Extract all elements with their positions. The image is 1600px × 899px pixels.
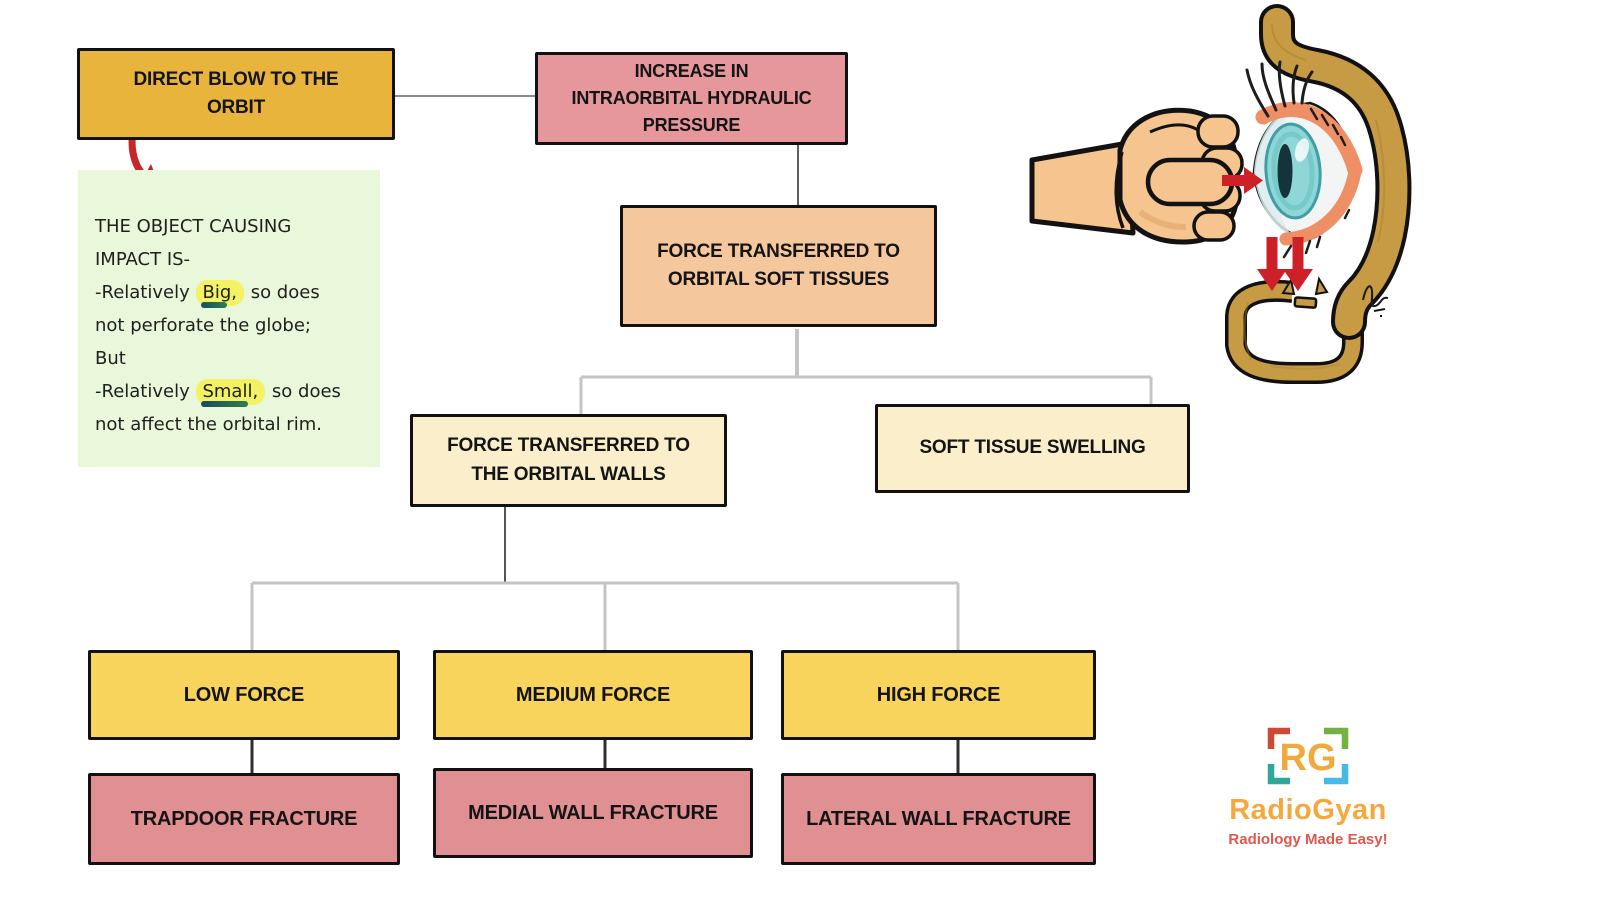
- upper-eyelid: [1255, 102, 1363, 178]
- radiogyan-logo: RG RadioGyan Radiology Made Easy!: [1228, 722, 1388, 848]
- eyelashes: [1245, 60, 1314, 118]
- note-text: -Relatively: [95, 381, 196, 402]
- note-text: IMPACT IS-: [95, 249, 191, 270]
- rg-logo-mark: RG: [1267, 727, 1349, 785]
- node-direct-blow: DIRECT BLOW TO THE ORBIT: [77, 48, 395, 140]
- logo-initials: RG: [1280, 737, 1337, 779]
- highlighted-word: Small,: [196, 379, 266, 405]
- note-text: But: [95, 348, 126, 369]
- note-line: -Relatively Big, so does: [95, 276, 368, 309]
- bracket-bottom-right: [1324, 764, 1349, 785]
- cornea: [1254, 107, 1292, 236]
- node-soft-tissue-swelling: SOFT TISSUE SWELLING: [875, 404, 1190, 493]
- node-high-force: HIGH FORCE: [781, 650, 1096, 740]
- brand-tagline: Radiology Made Easy!: [1228, 831, 1388, 848]
- bracket-bottom-left: [1267, 764, 1290, 785]
- fracture-gap: [1292, 276, 1318, 306]
- highlighted-word: Big,: [196, 280, 244, 306]
- curled-fingers: [1192, 114, 1244, 242]
- down-arrow-icon: [1283, 237, 1313, 291]
- eyelid-ticks: [1282, 107, 1351, 259]
- artist-signature: [1362, 285, 1389, 317]
- bracket-top-left: [1267, 727, 1290, 749]
- note-text: not affect the orbital rim.: [95, 414, 322, 435]
- note-line: not perforate the globe;: [95, 309, 368, 342]
- note-line: IMPACT IS-: [95, 243, 368, 276]
- bracket-top-right: [1324, 727, 1349, 749]
- punch-arrow-icon: [1222, 167, 1263, 194]
- eye-illustration: [1245, 60, 1363, 259]
- orbital-bone-illustration: [1225, 4, 1412, 384]
- note-text: so does: [266, 381, 341, 402]
- node-hydraulic-pressure: INCREASE IN INTRAORBITAL HYDRAULIC PRESS…: [535, 52, 848, 145]
- note-line: But: [95, 342, 368, 375]
- node-lateral-wall-fracture: LATERAL WALL FRACTURE: [781, 773, 1096, 865]
- node-low-force: LOW FORCE: [88, 650, 400, 740]
- node-soft-tissues: FORCE TRANSFERRED TO ORBITAL SOFT TISSUE…: [620, 205, 937, 327]
- note-text: THE OBJECT CAUSING: [95, 216, 292, 237]
- node-medium-force: MEDIUM FORCE: [433, 650, 753, 740]
- note-line: not affect the orbital rim.: [95, 408, 368, 441]
- thumb: [1145, 157, 1235, 207]
- pupil: [1277, 144, 1293, 198]
- iris: [1264, 122, 1322, 220]
- lower-eyelid: [1279, 165, 1362, 246]
- fist-illustration: [1029, 107, 1244, 245]
- forearm: [1029, 140, 1136, 236]
- punch-eye-illustration: [1029, 4, 1412, 384]
- note-text: so does: [244, 282, 320, 303]
- sclera: [1252, 101, 1356, 242]
- node-trapdoor-fracture: TRAPDOOR FRACTURE: [88, 773, 400, 865]
- impact-arrows: [1222, 167, 1313, 291]
- bone-fragment: [1293, 296, 1318, 309]
- brand-name: RadioGyan: [1229, 794, 1387, 826]
- node-orbital-walls: FORCE TRANSFERRED TO THE ORBITAL WALLS: [410, 414, 727, 507]
- node-medial-wall-fracture: MEDIAL WALL FRACTURE: [433, 768, 753, 858]
- note-text: -Relatively: [95, 282, 196, 303]
- down-arrow-icon: [1257, 237, 1287, 291]
- note-line: THE OBJECT CAUSING: [95, 210, 368, 243]
- note-line: -Relatively Small, so does: [95, 375, 368, 408]
- impact-object-note: THE OBJECT CAUSING IMPACT IS- -Relativel…: [78, 170, 380, 467]
- fist: [1117, 107, 1240, 245]
- note-text: not perforate the globe;: [95, 315, 311, 336]
